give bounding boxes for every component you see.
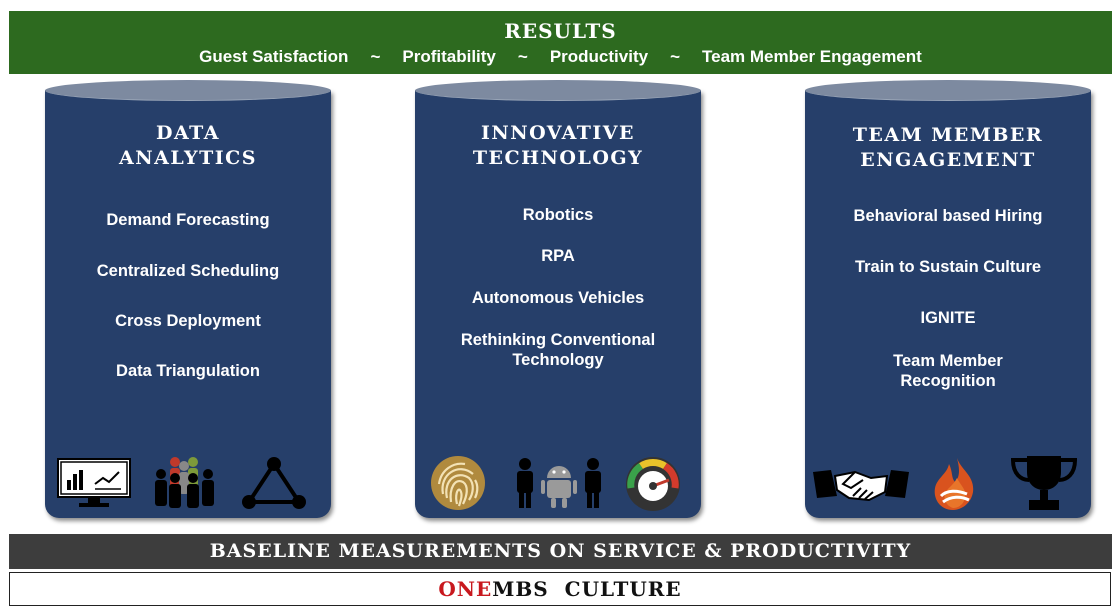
pillar-item: Robotics	[522, 206, 594, 224]
pillar-icons	[805, 454, 1091, 512]
pillar-item: Technology	[512, 351, 604, 369]
people-group-icon	[155, 457, 214, 508]
pillar-body	[45, 90, 331, 518]
results-metrics: Guest Satisfaction ~ Profitability ~ Pro…	[9, 47, 1112, 67]
culture-rest: MBS CULTURE	[492, 577, 682, 601]
metric-separator: ~	[670, 47, 681, 66]
pillar-title-line1: DATA	[155, 122, 221, 144]
results-title: RESULTS	[504, 19, 617, 43]
pillar-title-line2: ANALYTICS	[119, 147, 257, 169]
pillar-cap	[805, 80, 1091, 101]
pillar-item: IGNITE	[920, 309, 976, 327]
people-android-icon	[517, 458, 601, 508]
pillar-body	[805, 90, 1091, 518]
pillar-team-member-engagement: TEAM MEMBER ENGAGEMENT Behavioral based …	[805, 80, 1091, 522]
metric-guest-satisfaction: Guest Satisfaction	[199, 47, 349, 66]
handshake-icon	[813, 470, 909, 502]
culture-footer: ONEMBS CULTURE	[9, 572, 1111, 606]
pillar-title-line2: TECHNOLOGY	[472, 147, 644, 169]
results-banner: RESULTS Guest Satisfaction ~ Profitabili…	[9, 11, 1112, 74]
trophy-icon	[1010, 456, 1078, 510]
pillar-body	[415, 90, 701, 518]
pillar-item: Train to Sustain Culture	[854, 258, 1042, 276]
baseline-bar: BASELINE MEASUREMENTS ON SERVICE & PRODU…	[9, 534, 1112, 569]
network-triangle-icon	[242, 457, 306, 509]
pillar-item: Demand Forecasting	[106, 211, 270, 229]
fingerprint-icon	[431, 456, 485, 510]
monitor-chart-icon	[57, 458, 131, 507]
pillar-item: Recognition	[900, 372, 996, 390]
pillar-icons	[45, 454, 331, 512]
pillar-title-line1: INNOVATIVE	[480, 122, 636, 144]
pillar-innovative-technology: INNOVATIVE TECHNOLOGY Robotics RPA Auton…	[415, 80, 701, 522]
culture-highlight: ONE	[438, 577, 493, 601]
pillar-cap	[415, 80, 701, 101]
pillar-data-analytics: DATA ANALYTICS Demand Forecasting Centra…	[45, 80, 331, 522]
pillar-item: Data Triangulation	[116, 362, 260, 380]
pillar-item: Cross Deployment	[115, 312, 261, 330]
metric-productivity: Productivity	[549, 47, 649, 66]
pillar-item: Team Member	[893, 352, 1003, 370]
metric-separator: ~	[370, 47, 381, 66]
metric-separator: ~	[517, 47, 528, 66]
pillar-item: Behavioral based Hiring	[853, 207, 1043, 225]
pillar-cap	[45, 80, 331, 101]
pillar-item: Rethinking Conventional	[460, 331, 656, 349]
flame-icon	[934, 458, 974, 510]
pillar-icons	[415, 454, 701, 512]
pillar-item: Autonomous Vehicles	[471, 289, 645, 307]
pillar-title-line2: ENGAGEMENT	[860, 149, 1036, 171]
pillar-item: RPA	[541, 247, 575, 265]
pillar-title-line1: TEAM MEMBER	[852, 124, 1044, 146]
metric-profitability: Profitability	[402, 47, 496, 66]
metric-team-member-engagement: Team Member Engagement	[702, 47, 922, 66]
pillar-item: Centralized Scheduling	[96, 262, 280, 280]
gauge-icon	[626, 457, 680, 511]
